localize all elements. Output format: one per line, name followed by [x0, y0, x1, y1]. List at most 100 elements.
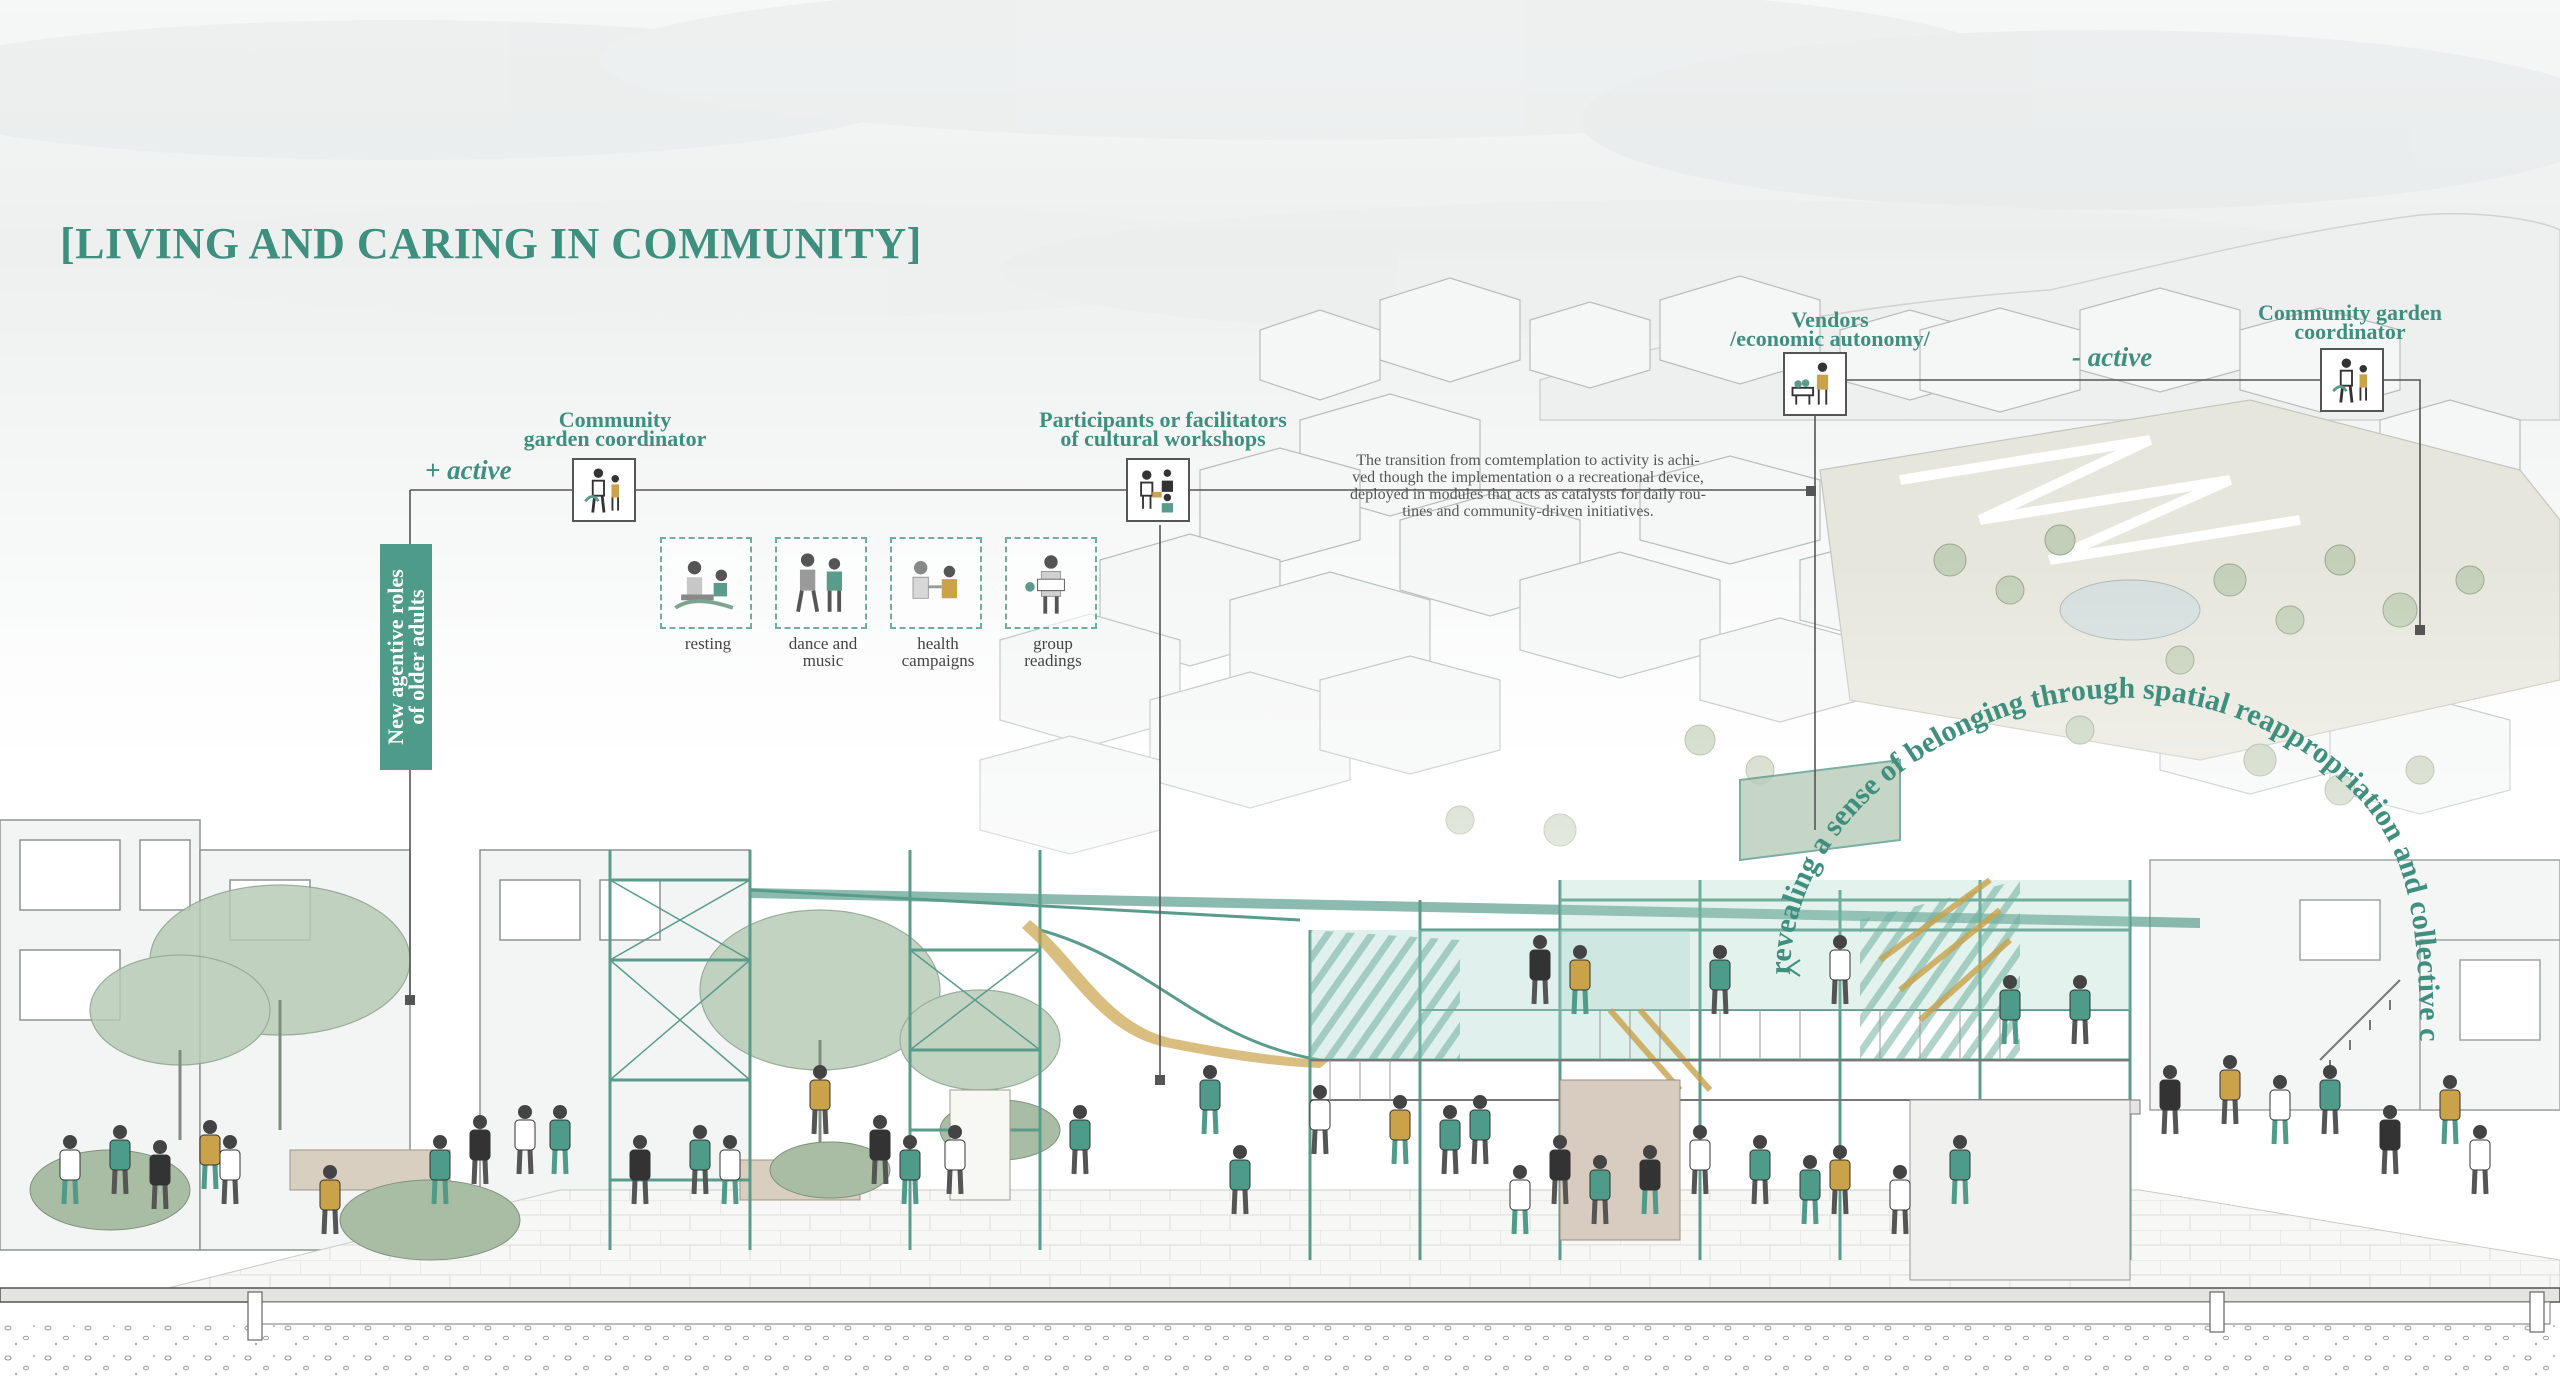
- plus-active-tag: + active: [425, 455, 512, 485]
- person-figure: [469, 1115, 491, 1185]
- person-figure: [429, 1135, 451, 1205]
- person-figure: [1069, 1105, 1091, 1175]
- activity-label-line-1: health: [917, 634, 959, 653]
- person-figure: [1469, 1095, 1491, 1165]
- activity-dance-music: dance and music: [775, 537, 871, 669]
- person-figure: [1999, 975, 2021, 1045]
- activity-resting: resting: [660, 537, 756, 652]
- role-line-1: Community garden: [2258, 300, 2442, 325]
- soil-gravel: [0, 1324, 2560, 1378]
- person-figure: [1529, 935, 1551, 1005]
- arc-arrow-icon: [1786, 959, 1801, 977]
- person-figure: [719, 1135, 741, 1205]
- deck-balusters: [1329, 1010, 2001, 1100]
- person-figure: [1889, 1165, 1911, 1235]
- person-figure: [199, 1120, 221, 1190]
- person-figure: [2269, 1075, 2291, 1145]
- scaffold-left: [608, 850, 1042, 1250]
- role-label-garden-coordinator-left: Community garden coordinator: [523, 407, 707, 451]
- gardener-icon: [584, 468, 619, 513]
- ochre-louvers: [1607, 877, 2012, 1092]
- person-figure: [1749, 1135, 1771, 1205]
- gardener-icon: [2332, 358, 2367, 403]
- desc-line-4: tines and community-driven initiatives.: [1402, 503, 1654, 520]
- person-figure: [2159, 1065, 2181, 1135]
- arc-slogan-text: revealing a sense of belonging through s…: [0, 0, 2446, 1041]
- activity-group-readings: group readings: [1005, 537, 1101, 669]
- person-figure: [2069, 975, 2091, 1045]
- person-figure: [1709, 945, 1731, 1015]
- long-canopy: [750, 888, 2200, 928]
- role-line-1: Participants or facilitators: [1039, 407, 1287, 432]
- role-line-2: coordinator: [2294, 319, 2406, 344]
- role-box-vendors: [1783, 352, 1847, 416]
- wood-panel: [1559, 1079, 1681, 1241]
- role-box-garden-coordinator-right: [2320, 348, 2384, 412]
- person-figure: [1829, 1145, 1851, 1215]
- person-figure: [809, 1065, 831, 1135]
- person-figure: [1799, 1155, 1821, 1225]
- people-figures: [59, 935, 2491, 1235]
- person-figure: [1569, 945, 1591, 1015]
- person-figure: [2219, 1055, 2241, 1125]
- right-wall-panel: [1909, 1099, 2131, 1281]
- person-figure: [1439, 1105, 1461, 1175]
- role-line-1: Community: [558, 407, 672, 432]
- person-figure: [2319, 1065, 2341, 1135]
- banner-line-1: New agentive roles: [383, 569, 408, 745]
- dance-icon: [796, 553, 843, 613]
- transition-description: The transition from comtemplation to act…: [1318, 452, 1738, 520]
- person-figure: [2469, 1125, 2491, 1195]
- person-figure: [149, 1140, 171, 1210]
- footings: [247, 1291, 2545, 1341]
- person-figure: [944, 1125, 966, 1195]
- activity-label-line-1: resting: [684, 634, 732, 653]
- resting-icon: [674, 561, 734, 610]
- workshop-people-icon: [1140, 469, 1173, 513]
- role-label-vendors: Vendors /economic autonomy/: [1730, 307, 1930, 351]
- vendor-icon: [1791, 362, 1829, 405]
- desc-line-2: ved though the implementation o a recrea…: [1352, 469, 1704, 486]
- person-figure: [869, 1115, 891, 1185]
- role-line-2: /economic autonomy/: [1730, 326, 1930, 351]
- person-figure: [1389, 1095, 1411, 1165]
- banner-line-2: of older adults: [404, 589, 429, 725]
- role-box-garden-coordinator-left: [572, 458, 636, 522]
- market-stall: [1739, 758, 1901, 862]
- person-figure: [1199, 1065, 1221, 1135]
- cloud-wash: [0, 0, 2560, 340]
- person-figure: [1229, 1145, 1251, 1215]
- reading-icon: [1025, 555, 1065, 614]
- person-figure: [2439, 1075, 2461, 1145]
- activity-label-line-2: readings: [1024, 651, 1082, 670]
- person-figure: [1589, 1155, 1611, 1225]
- person-figure: [319, 1165, 341, 1235]
- person-figure: [2379, 1105, 2401, 1175]
- person-figure: [1689, 1125, 1711, 1195]
- desc-line-3: deployed in modules that acts as catalys…: [1350, 486, 1706, 503]
- role-line-1: Vendors: [1791, 307, 1869, 332]
- activity-health-campaigns: health campaigns: [890, 537, 986, 669]
- person-figure: [109, 1125, 131, 1195]
- person-figure: [899, 1135, 921, 1205]
- health-icon: [912, 561, 958, 599]
- role-line-2: garden coordinator: [523, 426, 707, 451]
- person-figure: [59, 1135, 81, 1205]
- person-figure: [219, 1135, 241, 1205]
- activity-label-line-2: campaigns: [901, 651, 975, 670]
- activity-label-line-1: group: [1033, 634, 1073, 653]
- person-figure: [1829, 935, 1851, 1005]
- roof-sweep: [1022, 920, 1330, 1068]
- park-zigzag-path: [1899, 435, 2301, 565]
- role-label-garden-coordinator-right: Community garden coordinator: [2258, 300, 2442, 344]
- minus-active-tag: - active: [2072, 342, 2153, 372]
- person-figure: [1949, 1135, 1971, 1205]
- page-title: [LIVING AND CARING IN COMMUNITY]: [60, 219, 922, 268]
- desc-line-1: The transition from comtemplation to act…: [1356, 452, 1700, 469]
- person-figure: [514, 1105, 536, 1175]
- left-trees: [89, 884, 1061, 1091]
- person-figure: [689, 1125, 711, 1195]
